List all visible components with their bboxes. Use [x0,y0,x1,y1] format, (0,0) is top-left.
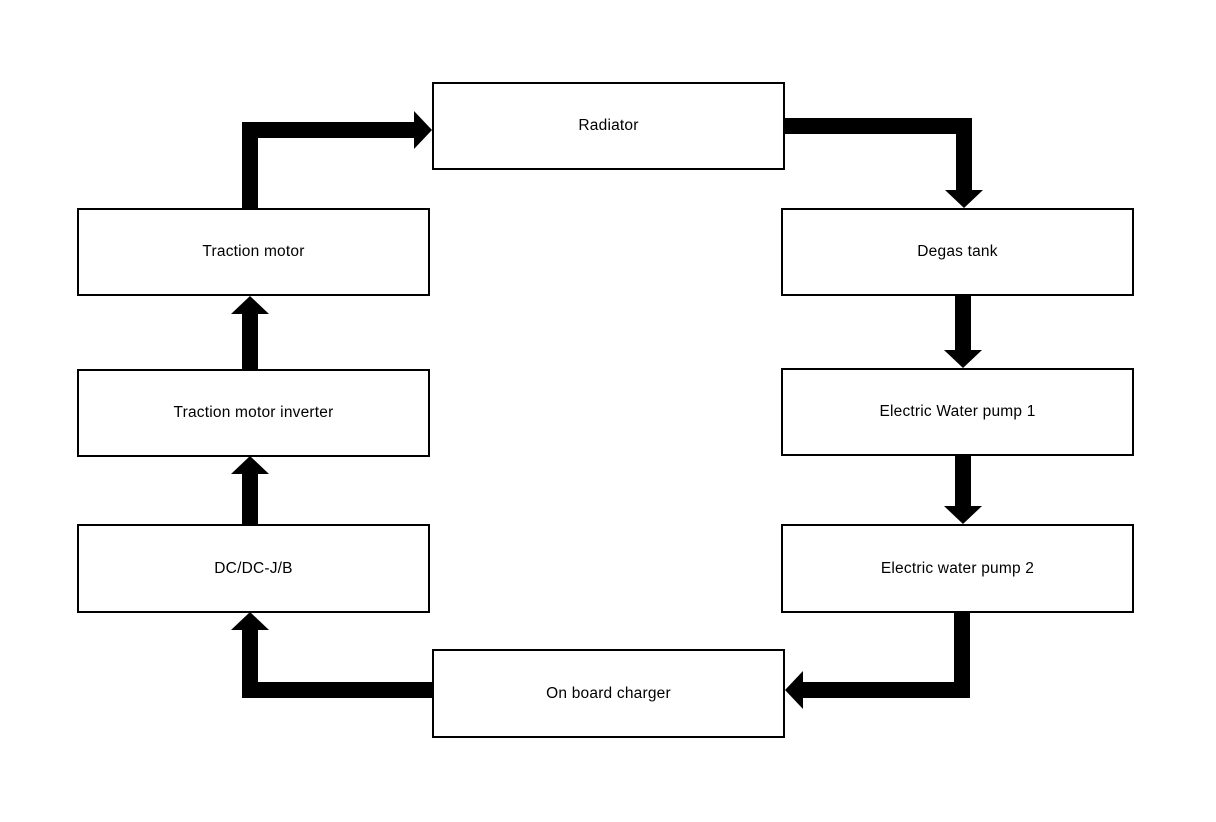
edge-traction-motor-to-radiator [242,111,432,208]
node-radiator: Radiator [432,82,785,170]
node-degas-tank: Degas tank [781,208,1134,296]
edge-pump-2-to-on-board-charger [785,613,970,709]
edge-radiator-to-degas-tank [785,118,983,208]
edge-degas-tank-to-pump-1 [944,296,982,368]
node-radiator-label: Radiator [578,117,639,134]
node-traction-motor: Traction motor [77,208,430,296]
node-traction-motor-inverter: Traction motor inverter [77,369,430,457]
node-traction-motor-inverter-label: Traction motor inverter [173,404,334,421]
edge-pump-1-to-pump-2 [944,456,982,524]
edge-on-board-charger-to-dcdc-jb [231,612,432,698]
node-electric-water-pump-1-label: Electric Water pump 1 [879,403,1036,420]
node-traction-motor-label: Traction motor [202,243,305,260]
node-dc-dc-jb: DC/DC-J/B [77,524,430,613]
node-on-board-charger: On board charger [432,649,785,738]
node-on-board-charger-label: On board charger [546,684,671,702]
edge-inverter-to-traction-motor [231,296,269,369]
node-electric-water-pump-2-label: Electric water pump 2 [880,559,1035,577]
node-electric-water-pump-2: Electric water pump 2 [781,524,1134,613]
node-dc-dc-jb-label: DC/DC-J/B [214,559,293,577]
node-electric-water-pump-1: Electric Water pump 1 [781,368,1134,456]
edge-dcdc-jb-to-inverter [231,456,269,524]
node-degas-tank-label: Degas tank [917,243,998,260]
